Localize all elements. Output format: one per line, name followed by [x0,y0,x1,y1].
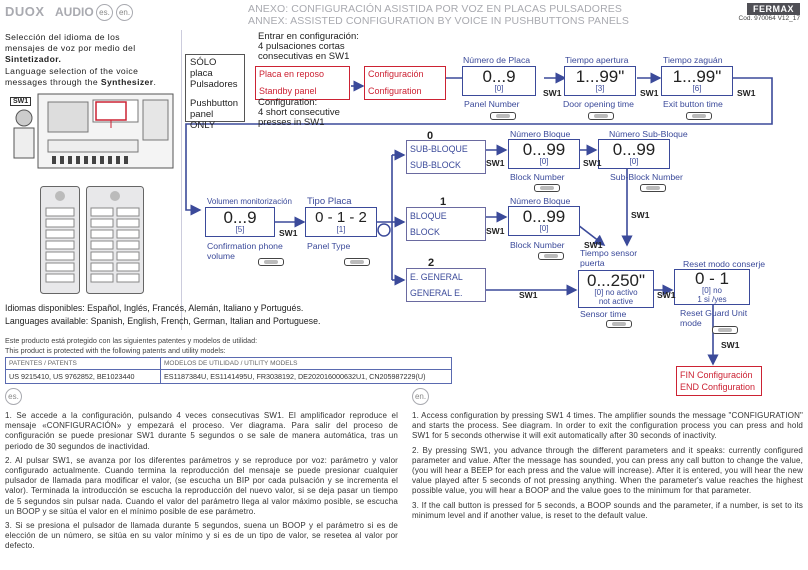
panel-number-label-en: Panel Number [464,99,520,109]
intro-en: Language selection of the voice messages… [5,66,157,87]
fermax-logo: FERMAX [747,3,800,15]
panel-type-label-en: Panel Type [307,241,351,251]
sw1-label-12: SW1 [721,340,740,350]
sw1-label-8: SW1 [486,226,505,236]
option-1-num: 1 [440,196,447,208]
press-icon [534,184,560,192]
patent-note: Este producto está protegido con las sig… [5,336,258,355]
standby-panel-label: Placa en reposo Standby panel [255,66,350,100]
note-en-1: 1. Access configuration by pressing SW1 … [412,411,803,441]
press-icon [344,258,370,266]
title-es: ANEXO: CONFIGURACIÓN ASISTIDA POR VOZ EN… [248,3,622,15]
sw1-label-10: SW1 [519,290,538,300]
sw1-tag: SW1 [10,97,32,106]
press-icon [640,184,666,192]
utility-col-header: MODELOS DE UTILIDAD / UTILITY MODELS [160,357,452,370]
panel-image-right [86,186,144,299]
panel-number-box[interactable]: 0...9 [0] [462,66,536,96]
languages-available: Idiomas disponibles: Español, Inglés, Fr… [5,303,321,326]
sensor-label-en: Sensor time [580,309,627,319]
notes-es: 1. Se accede a la configuración, pulsand… [5,411,398,556]
sw1-label-4: SW1 [279,228,298,238]
notes-en: 1. Access configuration by pressing SW1 … [412,411,803,525]
block-number-a-label-en: Block Number [510,172,565,182]
exit-time-label-es: Tiempo zaguán [663,55,723,65]
lang-es-badge: es. [96,4,113,21]
option-2-num: 2 [428,257,435,269]
note-en-2: 2. By pressing SW1, you advance through … [412,445,803,496]
panel-type-box[interactable]: 0 - 1 - 2 [1] [305,207,377,237]
note-es-2: 2. Al pulsar SW1, se avanza por los dife… [5,455,398,516]
option-0-num: 0 [427,130,434,142]
block-option[interactable]: BLOQUE BLOCK [406,207,486,241]
press-icon [712,326,738,334]
patents-col-header: PATENTES / PATENTS [5,357,161,370]
panel-number-label-es: Número de Placa [463,55,531,65]
enter-config-en: Configuration: 4 short consecutive press… [258,97,340,128]
volume-label-en: Confirmation phone volume [207,241,283,261]
brand-duox: DUOX [5,4,45,19]
block-number-b-label-es: Número Bloque [510,196,571,206]
reset-label-en: Reset Guard Unit mode [680,308,748,328]
sw1-label-7: SW1 [631,210,650,220]
general-option[interactable]: E. GENERAL GENERAL E. [406,268,486,302]
patents-values: US 9215410, US 9762852, BE1023440 [5,369,161,384]
reset-label-es: Reset modo conserje [683,259,766,269]
sw1-label-5: SW1 [486,158,505,168]
sw1-label-11: SW1 [657,290,676,300]
end-config-label: FIN Configuración END Configuration [676,366,762,396]
opening-time-box[interactable]: 1...99" [3] [564,66,636,96]
press-icon [538,252,564,260]
press-icon [606,320,632,328]
subblock-number-label-en: Sub-Block Number [610,172,683,182]
subblock-number-label-es: Número Sub-Bloque [609,129,688,139]
exit-time-box[interactable]: 1...99" [6] [661,66,733,96]
panel-image-left [40,186,80,299]
sw1-label-1: SW1 [543,88,562,98]
product-audio: AUDIO [55,5,94,19]
note-es-3: 3. Si se presiona el pulsador de llamada… [5,521,398,551]
volume-label-es: Volumen monitorización [207,197,292,206]
title-en: ANNEX: ASSISTED CONFIGURATION BY VOICE I… [248,15,629,27]
press-icon [490,112,516,120]
sw1-label-2: SW1 [640,88,659,98]
enter-config-es: Entrar en configuración: 4 pulsaciones c… [258,31,359,62]
amplifier-board-image [8,92,178,172]
block-number-b-label-en: Block Number [510,240,565,250]
press-icon [258,258,284,266]
subblock-number-box[interactable]: 0...99 [0] [598,139,670,169]
note-en-3: 3. If the call button is pressed for 5 s… [412,500,803,520]
panel-only-box: SÓLO placa Pulsadores Pushbutton panel O… [185,54,245,131]
note-es-1: 1. Se accede a la configuración, pulsand… [5,411,398,451]
utility-values: ES1187384U, ES1141495U, FR3038192, DE202… [160,369,452,384]
notes-en-badge: en. [412,388,429,405]
patents-table: PATENTES / PATENTS MODELOS DE UTILIDAD /… [5,357,452,384]
notes-es-badge: es. [5,388,22,405]
sw1-label-3: SW1 [737,88,756,98]
divider [181,30,182,330]
flow-connectors [185,72,773,366]
sensor-label-es: Tiempo sensor puerta [580,248,638,268]
opening-time-label-es: Tiempo apertura [565,55,629,65]
sw1-label-6: SW1 [583,158,602,168]
doc-code: Cod. 970064 V12_17 [738,15,800,22]
block-number-a-box[interactable]: 0...99 [0] [508,139,580,169]
volume-box[interactable]: 0...9 [5] [205,207,275,237]
block-number-a-label-es: Número Bloque [510,129,571,139]
configuration-label: Configuración Configuration [364,66,446,100]
lang-en-badge: en. [116,4,133,21]
sw1-label-9: SW1 [584,240,603,250]
intro-es: Selección del idioma de los mensajes de … [5,32,136,64]
press-icon [588,112,614,120]
panel-type-label-es: Tipo Placa [307,196,352,207]
block-number-b-box[interactable]: 0...99 [0] [508,206,580,236]
subblock-option[interactable]: SUB-BLOQUE SUB-BLOCK [406,140,486,174]
exit-time-label-en: Exit button time [663,99,723,109]
press-icon [686,112,712,120]
opening-time-label-en: Door opening time [563,99,634,109]
